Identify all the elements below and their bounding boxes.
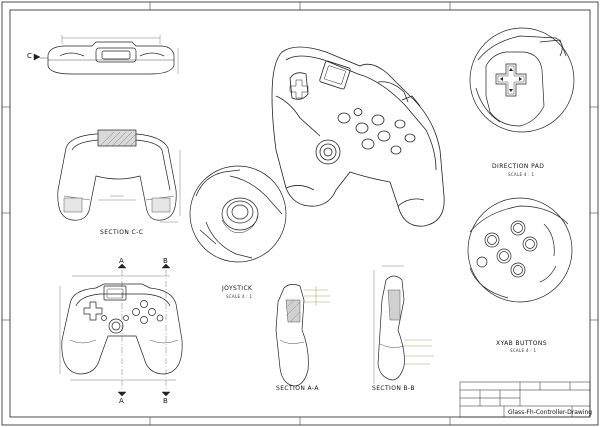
isometric-controller-view xyxy=(271,46,445,227)
section-cc-label: SECTION C-C xyxy=(100,229,144,236)
section-bb-view xyxy=(373,265,434,384)
xyab-buttons-detail xyxy=(467,197,573,303)
direction-pad-detail xyxy=(469,27,575,133)
direction-pad-scale-label: SCALE 4 : 1 xyxy=(508,172,535,177)
front-view xyxy=(59,270,183,390)
section-cc-view xyxy=(57,129,181,223)
top-view xyxy=(40,35,179,75)
drawing-name: Glass-Fh-Controller-Drawing xyxy=(508,409,593,416)
inner-border xyxy=(9,9,591,418)
direction-pad-label: DIRECTION PAD xyxy=(492,163,545,170)
joystick-scale-label: SCALE 4 : 1 xyxy=(226,294,253,299)
xyab-label: XYAB BUTTONS xyxy=(496,340,547,347)
section-aa-view xyxy=(275,284,330,387)
marker-b-top: B xyxy=(163,257,169,265)
section-aa-label: SECTION A-A xyxy=(276,385,319,392)
marker-a-bottom: A xyxy=(119,397,125,405)
marker-c: C xyxy=(27,52,33,60)
title-block xyxy=(459,381,591,418)
xyab-scale-label: SCALE 4 : 1 xyxy=(510,348,537,353)
marker-a-top: A xyxy=(119,257,125,265)
joystick-detail xyxy=(189,165,287,263)
section-arrows xyxy=(33,53,171,397)
section-bb-label: SECTION B-B xyxy=(372,385,415,392)
marker-b-bottom: B xyxy=(163,397,169,405)
joystick-label: JOYSTICK xyxy=(222,285,253,292)
